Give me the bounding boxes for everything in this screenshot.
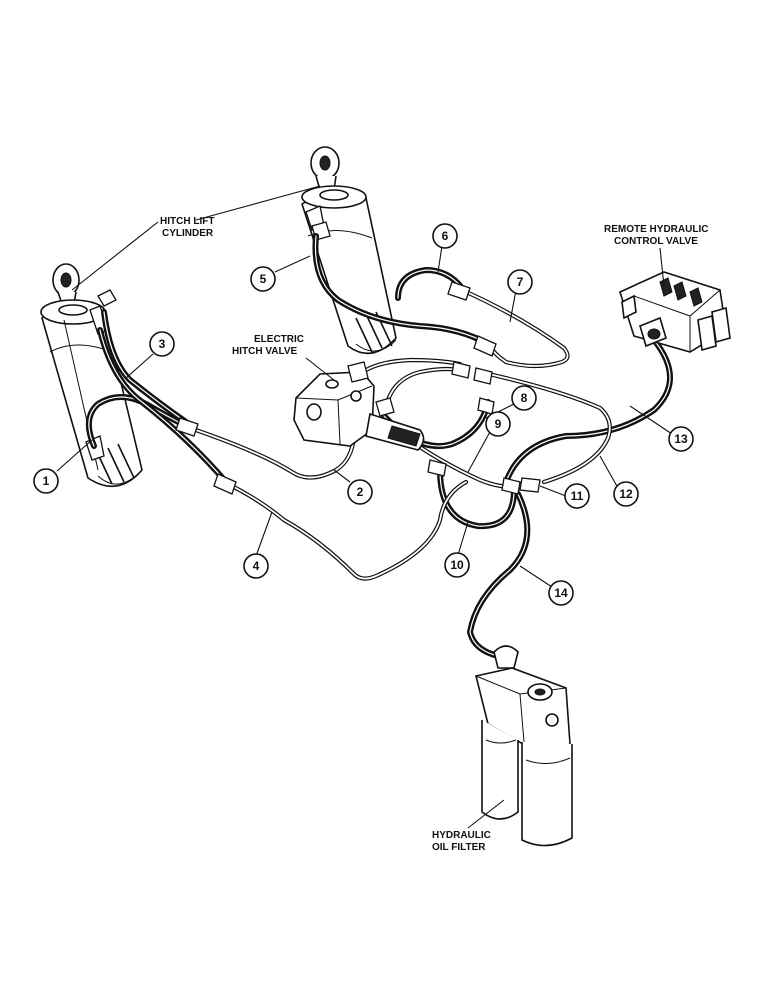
svg-text:2: 2	[357, 485, 364, 499]
svg-text:8: 8	[521, 391, 528, 405]
svg-text:12: 12	[619, 487, 633, 501]
callout-2: 2	[347, 479, 373, 505]
svg-text:14: 14	[554, 586, 568, 600]
callout-6: 6	[432, 223, 458, 249]
hitch-lift-cylinder-label-line2: CYLINDER	[162, 228, 214, 239]
svg-text:5: 5	[260, 272, 267, 286]
hydraulic-oil-filter	[475, 645, 573, 847]
left-hitch-lift-cylinder	[40, 263, 143, 488]
callout-12: 12	[613, 481, 639, 507]
callout-5: 5	[250, 266, 276, 292]
electric-hitch-valve-label-line2: HITCH VALVE	[232, 346, 298, 357]
right-hitch-lift-cylinder	[301, 146, 397, 355]
callout-4: 4	[243, 553, 269, 579]
svg-text:11: 11	[571, 489, 584, 503]
callouts: 1 2 3 4 5 6 7 8 9 10 11 12 13 14	[33, 223, 694, 606]
component-labels: HITCH LIFT CYLINDER ELECTRIC HITCH VALVE…	[160, 216, 708, 853]
svg-text:7: 7	[517, 275, 524, 289]
svg-text:10: 10	[450, 558, 464, 572]
remote-hydraulic-control-valve	[619, 271, 731, 353]
svg-text:9: 9	[495, 417, 502, 431]
electric-hitch-valve	[293, 361, 425, 451]
svg-text:13: 13	[674, 432, 688, 446]
svg-text:1: 1	[43, 474, 50, 488]
fittings	[175, 281, 541, 495]
svg-text:6: 6	[442, 229, 449, 243]
callout-7: 7	[507, 269, 533, 295]
hoses	[85, 233, 673, 659]
callout-leaders	[56, 245, 673, 588]
callout-8: 8	[511, 385, 537, 411]
callout-10: 10	[444, 552, 470, 578]
oil-filter-label-line1: HYDRAULIC	[432, 830, 491, 841]
callout-9: 9	[485, 411, 511, 437]
oil-filter-label-line2: OIL FILTER	[432, 842, 486, 853]
callout-11: 11	[564, 483, 590, 509]
remote-valve-label-line2: CONTROL VALVE	[614, 236, 698, 247]
remote-valve-label-line1: REMOTE HYDRAULIC	[604, 224, 708, 235]
callout-3: 3	[149, 331, 175, 357]
svg-text:3: 3	[159, 337, 166, 351]
callout-1: 1	[33, 468, 59, 494]
svg-text:4: 4	[253, 559, 260, 573]
electric-hitch-valve-label-line1: ELECTRIC	[254, 334, 304, 345]
label-leaders	[71, 185, 665, 829]
callout-14: 14	[548, 580, 574, 606]
hitch-lift-cylinder-label-line1: HITCH LIFT	[160, 216, 214, 227]
callout-13: 13	[668, 426, 694, 452]
